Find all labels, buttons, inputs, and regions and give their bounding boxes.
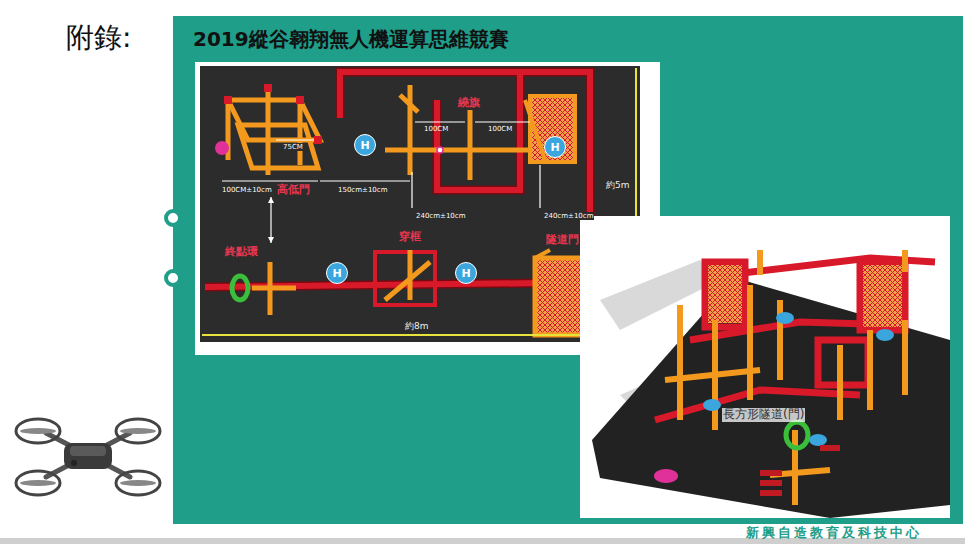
dimension: 100CM	[424, 125, 448, 133]
dimension: 100CM	[488, 125, 512, 133]
dimension: 約5m	[605, 180, 631, 190]
obstacle-name: 隧道門	[545, 234, 580, 247]
dimension: 100CM±10cm	[222, 186, 272, 194]
footer-text: 新興自造教育及科技中心	[746, 526, 922, 541]
landing-pad: H	[455, 262, 477, 284]
landing-pad: H	[326, 262, 348, 284]
appendix-label: 附錄:	[66, 22, 131, 54]
dimension: 150cm±10cm	[338, 186, 387, 194]
obstacle-name: 高低門	[276, 184, 311, 197]
pad-letter: H	[360, 140, 369, 151]
obstacle-name: 長方形隧道(門)	[722, 408, 805, 422]
obstacle-name: 繞旗	[457, 97, 481, 110]
landing-pad: H	[354, 134, 376, 156]
dimension: 75CM	[282, 143, 304, 151]
pad-letter: H	[332, 268, 341, 279]
dimension: 約8m	[404, 321, 430, 331]
slide-title: 2019縱谷翱翔無人機運算思維競賽	[193, 26, 509, 53]
dimension: 240cm±10cm	[415, 212, 466, 220]
obstacle-name: 終點環	[224, 246, 259, 259]
pad-letter: H	[550, 142, 559, 153]
landing-pad: H	[544, 136, 566, 158]
pad-letter: H	[461, 268, 470, 279]
obstacle-name: 穿框	[398, 231, 422, 244]
dimension: 240cm±10cm	[543, 212, 594, 220]
